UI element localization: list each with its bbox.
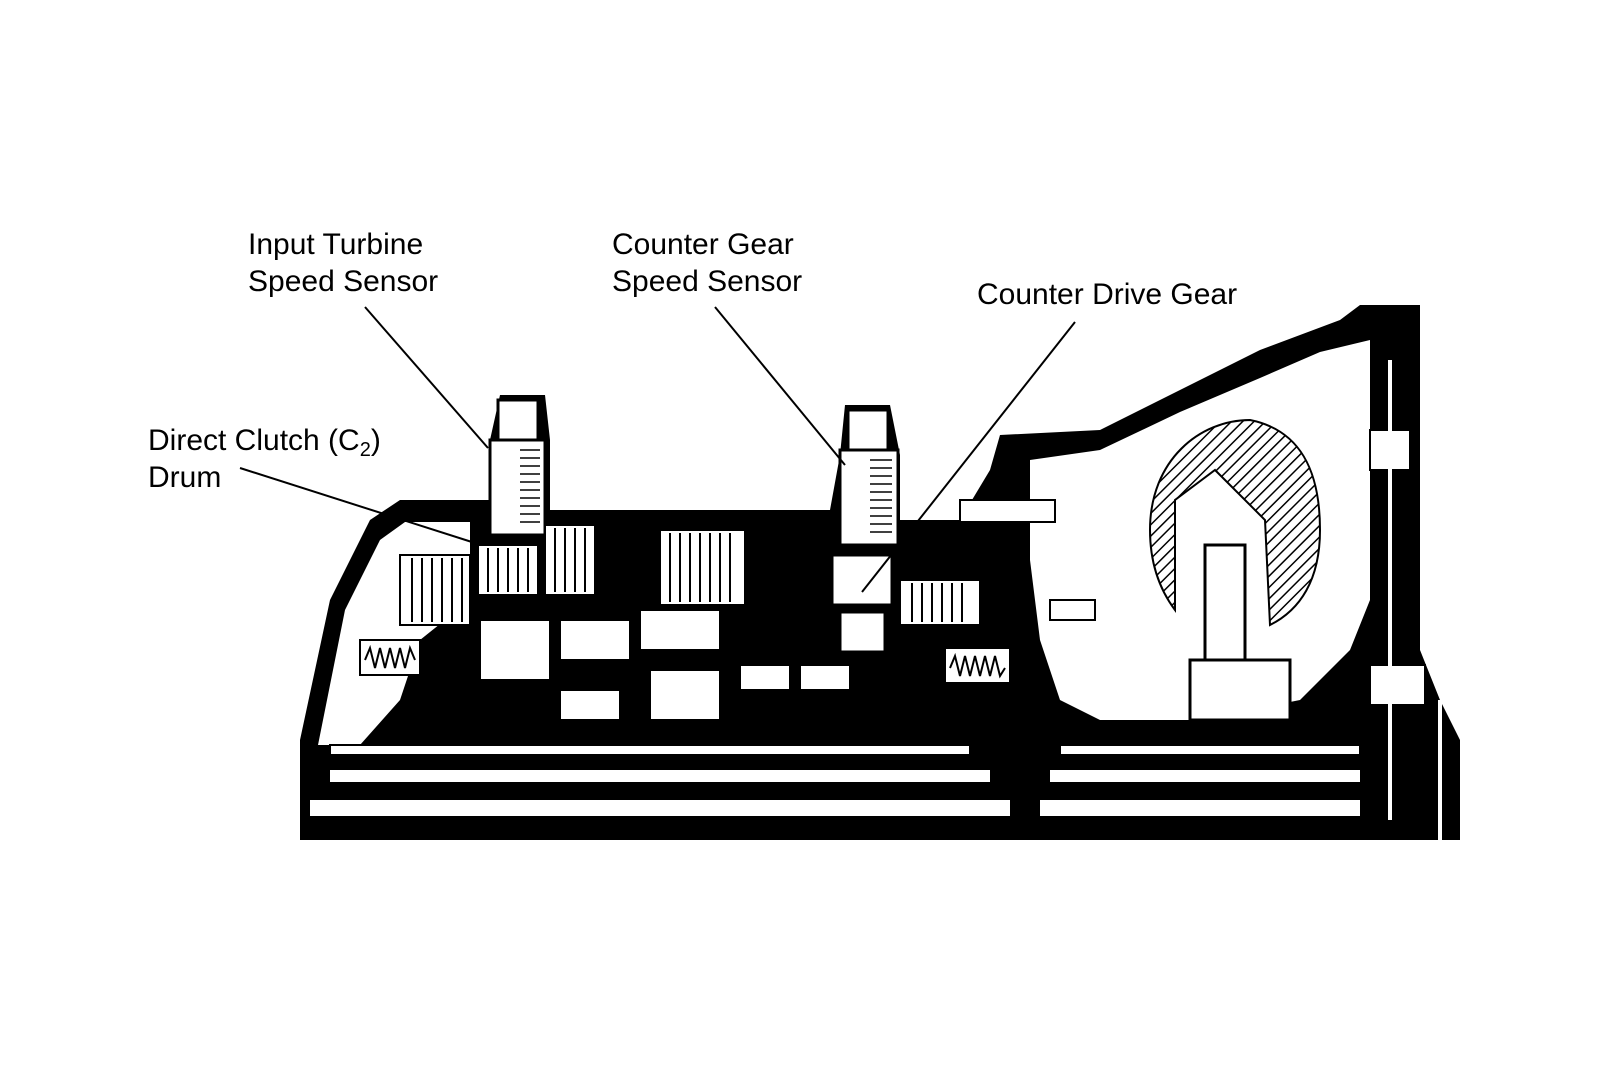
callout-leader-lines (239, 306, 1076, 593)
converter-hub (1203, 543, 1247, 667)
housing-bolt (959, 429, 1426, 706)
converter-hatched-disc (1148, 418, 1322, 627)
direct-clutch-drum-label: Direct Clutch (C2) Drum (148, 422, 381, 496)
leader-direct-clutch (239, 467, 476, 544)
main-shaft (329, 744, 1361, 756)
counter-drive-gear-label: Counter Drive Gear (977, 276, 1237, 313)
label-line: Speed Sensor (612, 265, 803, 298)
label-text: ) (370, 424, 381, 457)
counter-gear-speed-sensor (838, 408, 900, 547)
leader-counter-drive (861, 321, 1076, 593)
label-line: Direct Clutch (C2) (148, 422, 381, 461)
label-line: Drum (148, 461, 222, 494)
label-line: Input Turbine (248, 228, 424, 261)
counter-drive-gear (830, 553, 894, 654)
label-text: Direct Clutch (C (148, 424, 360, 457)
leader-counter-gear (714, 306, 846, 466)
planetary-gear-set (479, 609, 851, 721)
counter-gear-speed-sensor-label: Counter Gear Speed Sensor (612, 226, 802, 300)
label-line: Counter Drive Gear (977, 278, 1238, 311)
input-turbine-speed-sensor-label: Input Turbine Speed Sensor (248, 226, 438, 300)
subscript: 2 (359, 439, 371, 461)
converter-base (1188, 658, 1292, 722)
clutch-plate-lines (411, 528, 963, 622)
leader-input-turbine (364, 306, 489, 449)
converter-housing-ring (1388, 360, 1442, 840)
label-line: Speed Sensor (248, 265, 439, 298)
input-turbine-speed-sensor (488, 398, 547, 537)
label-line: Counter Gear (612, 228, 794, 261)
return-spring (359, 639, 1011, 684)
